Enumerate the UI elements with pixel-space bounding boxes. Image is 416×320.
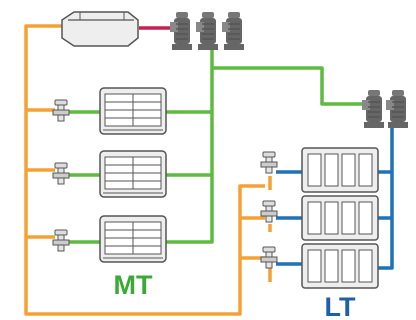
lt-freezer-cases bbox=[301, 147, 379, 289]
compressor-icon bbox=[222, 12, 244, 50]
expansion-valve-icon bbox=[52, 229, 70, 252]
expansion-valve-icon bbox=[260, 151, 278, 174]
mt-display-cases bbox=[99, 87, 167, 263]
expansion-valve-icon bbox=[260, 200, 278, 223]
glass-door-freezer-icon bbox=[301, 243, 379, 289]
liquid-line bbox=[24, 24, 272, 316]
lt-label: LT bbox=[325, 292, 356, 320]
mt-suction-line bbox=[64, 48, 362, 244]
compressor-icon bbox=[170, 12, 192, 50]
multideck-display-case-icon bbox=[99, 150, 167, 198]
condenser-unit-icon bbox=[61, 11, 139, 47]
glass-door-freezer-icon bbox=[301, 147, 379, 193]
mt-label: MT bbox=[114, 270, 153, 300]
mt-expansion-valves bbox=[52, 99, 70, 252]
lt-compressor-rack bbox=[362, 90, 408, 128]
expansion-valve-icon bbox=[260, 246, 278, 269]
glass-door-freezer-icon bbox=[301, 195, 379, 241]
compressor-icon bbox=[196, 12, 218, 50]
lt-expansion-valves bbox=[260, 151, 278, 269]
lt-suction-line bbox=[276, 124, 394, 270]
compressor-icon bbox=[386, 90, 408, 128]
compressor-icon bbox=[362, 90, 384, 128]
multideck-display-case-icon bbox=[99, 215, 167, 263]
multideck-display-case-icon bbox=[99, 87, 167, 135]
expansion-valve-icon bbox=[52, 162, 70, 185]
mt-compressor-rack bbox=[170, 12, 244, 50]
expansion-valve-icon bbox=[52, 99, 70, 122]
